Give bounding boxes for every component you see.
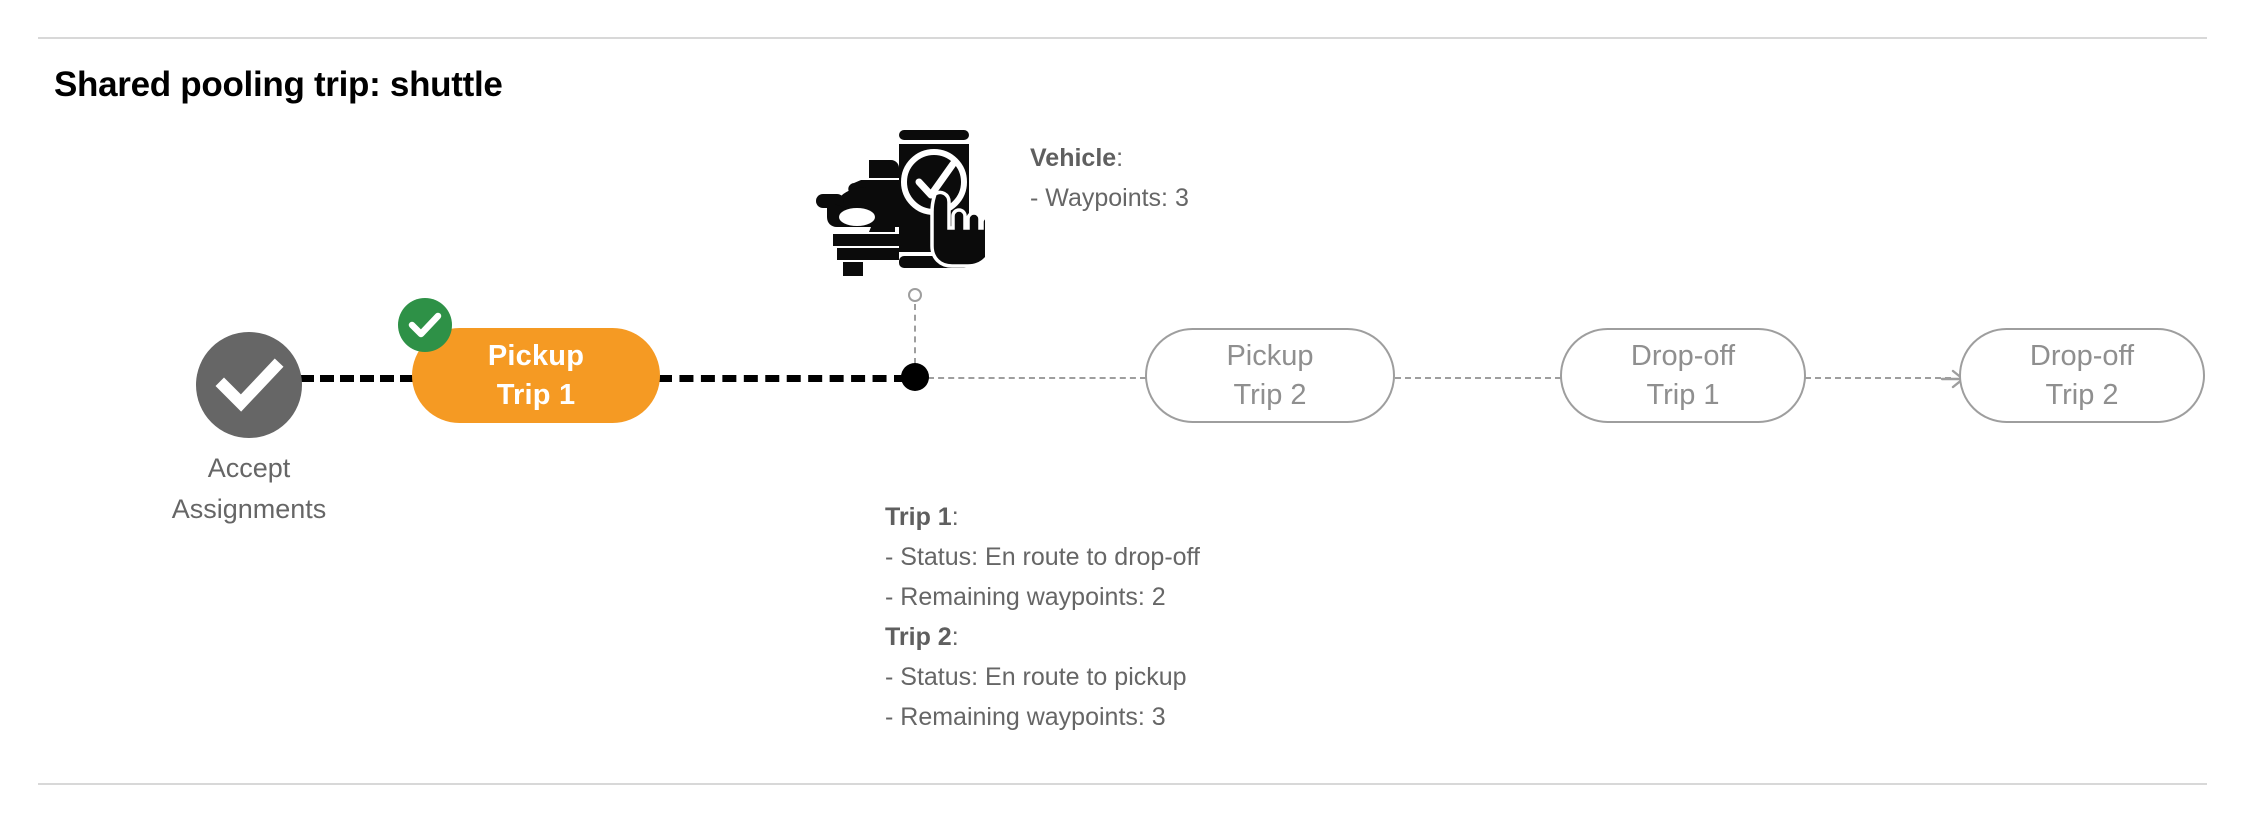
trip-1-waypoints-row: - Remaining waypoints: 2 bbox=[885, 583, 1166, 611]
vehicle-info-callout: Vehicle: - Waypoints: 3 bbox=[1030, 138, 1189, 218]
trip-2-heading-row: Trip 2: bbox=[885, 617, 1200, 657]
trip-2-status-row: - Status: En route to pickup bbox=[885, 663, 1187, 691]
vehicle-marker-ring-icon bbox=[908, 288, 922, 302]
trip-2-waypoints-row: - Remaining waypoints: 3 bbox=[885, 703, 1166, 731]
check-badge-pickup-trip-1 bbox=[398, 298, 452, 352]
node-pickup-trip-1-line2: Trip 1 bbox=[496, 378, 576, 411]
node-pickup-trip-2[interactable]: Pickup Trip 2 bbox=[1145, 328, 1395, 423]
trip-1-heading-colon: : bbox=[951, 503, 959, 531]
node-dropoff-trip-2-line1: Drop-off bbox=[2029, 339, 2135, 372]
trip-2-heading: Trip 2 bbox=[885, 623, 952, 651]
accept-assignments-node[interactable] bbox=[196, 332, 302, 438]
trip-1-status-row: - Status: En route to drop-off bbox=[885, 543, 1200, 571]
bottom-divider bbox=[38, 783, 2207, 785]
connector-pickup1-to-vehicle bbox=[658, 375, 908, 382]
accept-label-line2: Assignments bbox=[171, 494, 327, 524]
connector-pickup2-to-dropoff1 bbox=[1395, 377, 1561, 379]
trip-1-heading-row: Trip 1: bbox=[885, 497, 1200, 537]
vehicle-info-heading-colon: : bbox=[1116, 144, 1124, 172]
trip-2-heading-colon: : bbox=[951, 623, 959, 651]
node-pickup-trip-2-line1: Pickup bbox=[1226, 339, 1314, 372]
connector-vehicle-to-pickup2 bbox=[928, 377, 1146, 379]
vehicle-icon-wrapper bbox=[815, 118, 994, 278]
connector-dropoff1-to-dropoff2 bbox=[1805, 377, 1951, 379]
check-circle-icon bbox=[215, 358, 284, 412]
node-pickup-trip-1[interactable]: Pickup Trip 1 bbox=[412, 328, 660, 423]
trips-info-callout: Trip 1: - Status: En route to drop-off -… bbox=[885, 497, 1200, 737]
node-dropoff-trip-1-line1: Drop-off bbox=[1630, 339, 1736, 372]
node-pickup-trip-2-line2: Trip 2 bbox=[1233, 378, 1307, 411]
node-dropoff-trip-1[interactable]: Drop-off Trip 1 bbox=[1560, 328, 1806, 423]
accept-assignments-label: Accept Assignments bbox=[129, 448, 369, 530]
check-badge-icon bbox=[408, 312, 442, 338]
vehicle-marker-stem bbox=[914, 304, 916, 364]
vehicle-info-heading-row: Vehicle: bbox=[1030, 138, 1189, 178]
accept-label-line1: Accept bbox=[207, 453, 291, 483]
trip-1-heading: Trip 1 bbox=[885, 503, 952, 531]
vehicle-waypoints-row: - Waypoints: 3 bbox=[1030, 184, 1189, 212]
page-title: Shared pooling trip: shuttle bbox=[54, 65, 503, 104]
node-dropoff-trip-1-line2: Trip 1 bbox=[1646, 378, 1720, 411]
car-phone-check-icon bbox=[816, 130, 994, 276]
vehicle-position-dot[interactable] bbox=[901, 363, 929, 391]
connector-accept-to-pickup1 bbox=[300, 375, 414, 382]
node-dropoff-trip-2[interactable]: Drop-off Trip 2 bbox=[1959, 328, 2205, 423]
vehicle-info-heading: Vehicle bbox=[1030, 144, 1117, 172]
node-pickup-trip-1-line1: Pickup bbox=[487, 339, 585, 372]
top-divider bbox=[38, 37, 2207, 39]
node-dropoff-trip-2-line2: Trip 2 bbox=[2045, 378, 2119, 411]
